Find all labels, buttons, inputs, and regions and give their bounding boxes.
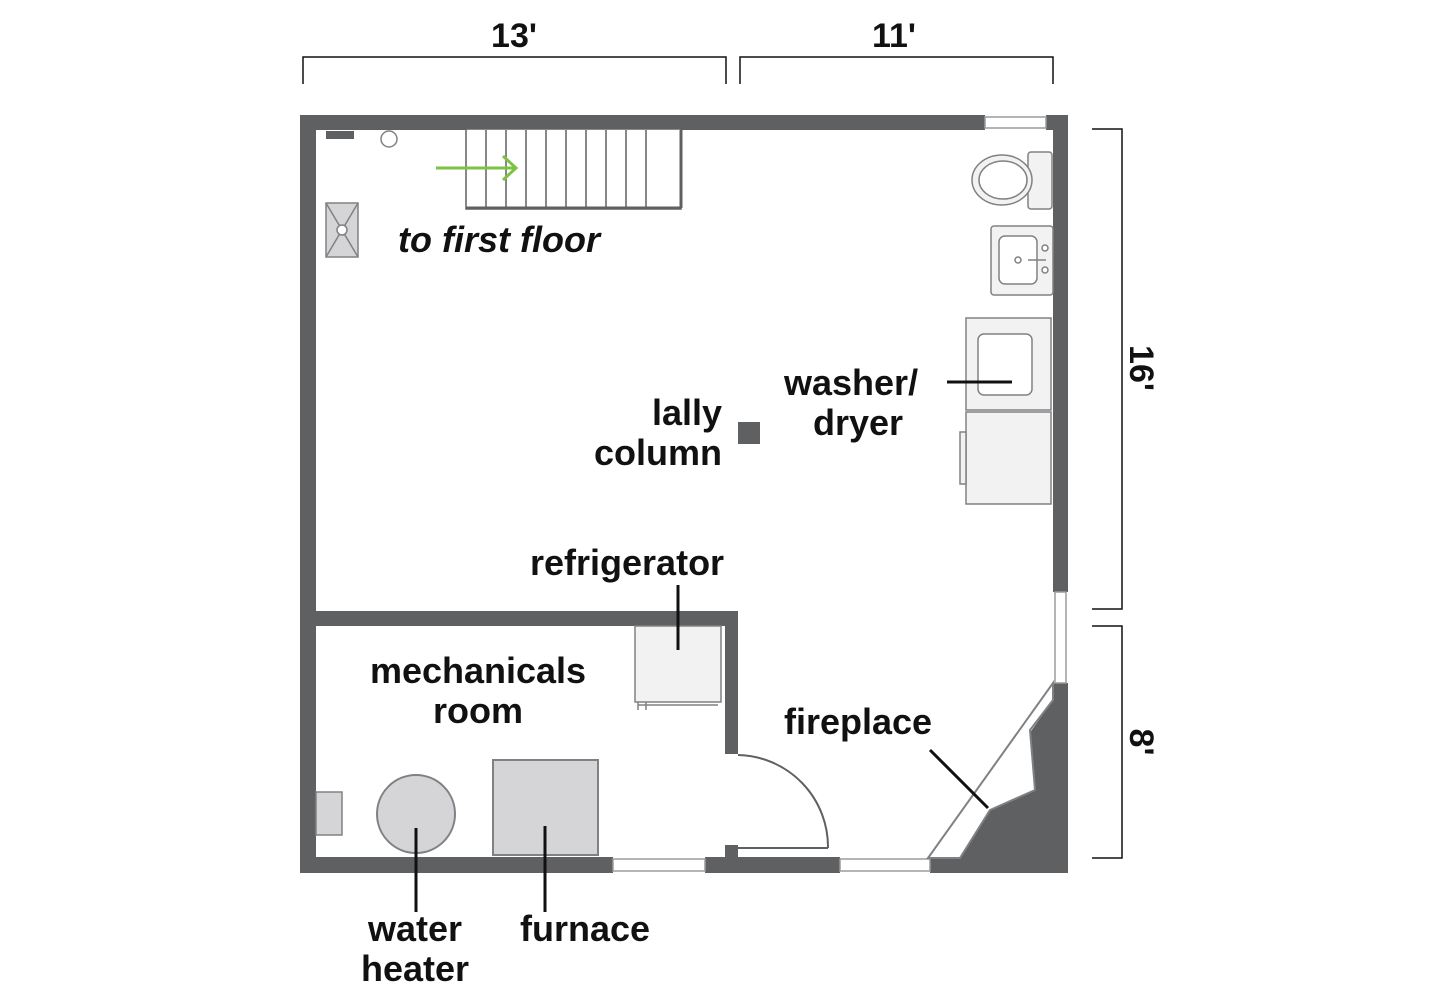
bracket-right-upper: [1092, 128, 1123, 610]
label-stairs: to first floor: [398, 219, 600, 260]
dim-right-upper: 16': [1122, 345, 1160, 391]
up-arrow: [436, 154, 519, 182]
window-bottom-left: [612, 858, 706, 872]
label-refrigerator: refrigerator: [530, 542, 725, 583]
label-mech-1: mechanicals: [369, 650, 587, 691]
wall-bottom-mid: [705, 857, 840, 873]
sink: [990, 225, 1054, 296]
label-washer-1: washer/: [784, 362, 919, 403]
vent: [326, 131, 354, 139]
door-jamb: [725, 845, 738, 859]
window-right: [1054, 591, 1067, 684]
wall-left: [300, 115, 316, 873]
bracket-top-right: [739, 56, 1054, 84]
label-lally-2: column: [593, 432, 722, 473]
lally-column: [738, 422, 760, 444]
label-water-2: heater: [360, 948, 470, 989]
dim-right-lower: 8': [1122, 728, 1160, 756]
toilet: [971, 151, 1053, 210]
bracket-top-left: [302, 56, 727, 84]
window-bottom-right: [839, 858, 931, 872]
leader-fireplace: [928, 748, 990, 810]
floor-drain: [325, 202, 359, 258]
dim-top-left: 13': [491, 17, 537, 55]
wall-top: [300, 115, 985, 130]
mech-wall-right: [725, 611, 738, 754]
door: [737, 754, 830, 849]
label-washer-2: dryer: [813, 402, 904, 443]
mech-wall-top: [300, 611, 738, 626]
fireplace-hearth: [926, 679, 1054, 859]
windows: [612, 116, 1067, 872]
label-furnace: furnace: [520, 908, 651, 949]
washer-dryer: [959, 317, 1052, 505]
utility-box: [315, 791, 343, 836]
bracket-right-lower: [1092, 625, 1123, 859]
label-fireplace: fireplace: [784, 701, 933, 742]
label-lally-1: lally: [651, 392, 722, 433]
window-top-right: [984, 116, 1047, 129]
wall-bottom-left: [300, 857, 613, 873]
drain: [380, 130, 398, 148]
wall-right-upper: [1053, 115, 1068, 592]
dim-top-right: 11': [871, 17, 917, 55]
label-water-1: water: [367, 908, 463, 949]
leader-lines: [414, 380, 1012, 912]
label-mech-2: room: [433, 690, 523, 731]
dimension-brackets: [302, 56, 1123, 859]
